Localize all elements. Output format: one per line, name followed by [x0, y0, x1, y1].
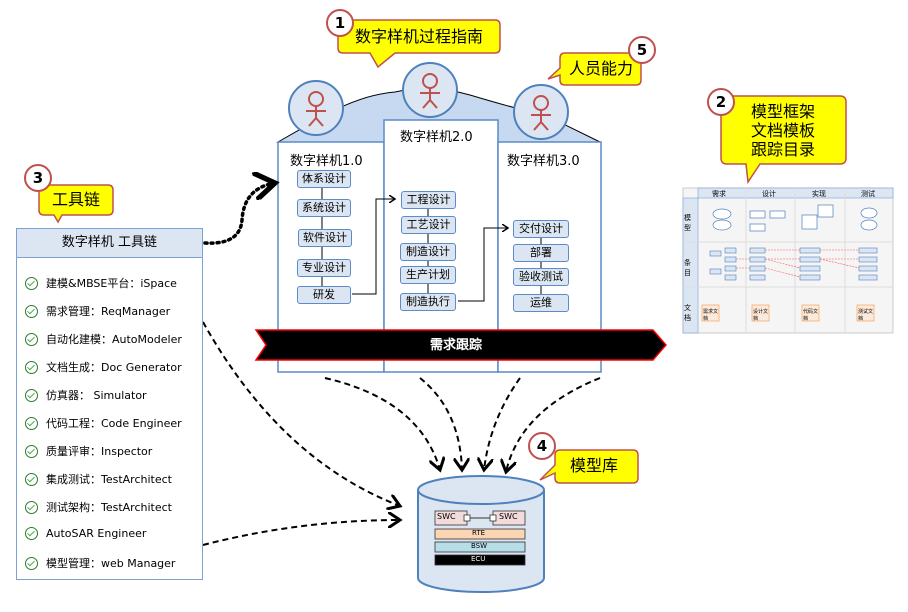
matrix-doc-design: 设计文档 [753, 309, 769, 322]
step-process-design[interactable]: 工艺设计 [401, 216, 456, 234]
matrix-doc-code: 代码文档 [803, 309, 819, 322]
toolchain-item[interactable]: AutoSAR Engineer [25, 527, 146, 540]
toolchain-item[interactable]: 代码工程：Code Engineer [25, 415, 182, 431]
trace-banner-label: 需求跟踪 [430, 338, 483, 353]
step-delivery-design[interactable]: 交付设计 [513, 220, 569, 238]
check-icon [25, 556, 38, 570]
step-production-planning[interactable]: 生产计划 [400, 266, 456, 284]
toolchain-item[interactable]: 仿真器： Simulator [25, 387, 147, 403]
step-manufacturing-design[interactable]: 制造设计 [400, 243, 456, 261]
toolchain-callout-label: 工具链 [52, 190, 101, 209]
toolchain-item[interactable]: 建模&MBSE平台：iSpace [25, 275, 177, 291]
step-acceptance-test[interactable]: 验收测试 [513, 268, 569, 286]
toolchain-panel: 数字样机 工具链 建模&MBSE平台：iSpace 需求管理：ReqManage… [16, 228, 203, 580]
step-system-of-systems-design[interactable]: 体系设计 [297, 170, 351, 188]
trace-banner-shape [254, 329, 667, 361]
check-icon [25, 388, 38, 402]
templates-line-3: 跟踪目录 [751, 140, 816, 159]
toolchain-item[interactable]: 集成测试：TestArchitect [25, 471, 172, 487]
matrix-row-items: 条目 [684, 259, 691, 277]
templates-line-1: 模型框架 [751, 102, 816, 121]
person-icon-2 [402, 62, 458, 118]
matrix-col-testing: 测试 [861, 190, 875, 198]
swc-right-label: SWC [499, 512, 518, 521]
swc-left-label: SWC [437, 512, 456, 521]
toolchain-item[interactable]: 模型管理：web Manager [25, 555, 175, 571]
check-icon [25, 304, 38, 318]
matrix-row-models: 模型 [684, 214, 691, 232]
toolchain-item[interactable]: 自动化建模：AutoModeler [25, 331, 182, 347]
bsw-layer-label: BSW [471, 542, 488, 550]
step-specialty-design[interactable]: 专业设计 [297, 259, 351, 277]
step-system-design[interactable]: 系统设计 [297, 199, 351, 217]
toolchain-item[interactable]: 测试架构：TestArchitect [25, 499, 172, 515]
toolchain-title: 数字样机 工具链 [17, 229, 202, 258]
check-icon [25, 472, 38, 486]
ecu-layer-label: ECU [471, 555, 486, 563]
check-icon [25, 332, 38, 346]
step-engineering-design[interactable]: 工程设计 [401, 191, 456, 209]
callout-4-number: 4 [528, 432, 556, 460]
check-icon [25, 500, 38, 514]
toolchain-item[interactable]: 文档生成：Doc Generator [25, 359, 182, 375]
matrix-doc-test: 测试文档 [858, 309, 874, 322]
check-icon [25, 416, 38, 430]
step-rnd[interactable]: 研发 [297, 286, 351, 304]
callout-3-number: 3 [24, 164, 52, 192]
matrix-doc-requirements: 需求文档 [703, 309, 719, 322]
check-icon [25, 360, 38, 374]
check-icon [25, 276, 38, 290]
model-library-label: 模型库 [570, 456, 619, 475]
person-icon-1 [288, 80, 344, 136]
step-software-design[interactable]: 软件设计 [298, 229, 352, 247]
step-manufacturing-execution[interactable]: 制造执行 [400, 293, 456, 311]
check-icon [25, 527, 38, 540]
trace-matrix-thumbnail [682, 187, 894, 334]
matrix-col-implementation: 实现 [812, 190, 826, 198]
step-deployment[interactable]: 部署 [513, 244, 569, 262]
check-icon [25, 444, 38, 458]
matrix-col-requirements: 需求 [712, 190, 726, 198]
callout-5-number: 5 [628, 36, 656, 64]
stage-3-title: 数字样机3.0 [507, 154, 580, 169]
callout-4-bubble [539, 449, 639, 484]
step-operations[interactable]: 运维 [513, 294, 569, 312]
matrix-col-design: 设计 [762, 190, 776, 198]
stage-2-title: 数字样机2.0 [400, 130, 473, 145]
templates-line-2: 文档模板 [751, 121, 816, 140]
person-icon-3 [513, 84, 569, 140]
toolchain-item[interactable]: 质量评审：Inspector [25, 443, 152, 459]
personnel-label: 人员能力 [569, 59, 634, 78]
process-guide-label: 数字样机过程指南 [355, 27, 484, 46]
callout-2-number: 2 [707, 88, 735, 116]
matrix-row-documents: 文档 [684, 304, 691, 322]
callout-1-number: 1 [326, 9, 354, 37]
rte-layer-label: RTE [472, 529, 486, 537]
toolchain-item[interactable]: 需求管理：ReqManager [25, 303, 170, 319]
stage-1-title: 数字样机1.0 [290, 154, 363, 169]
